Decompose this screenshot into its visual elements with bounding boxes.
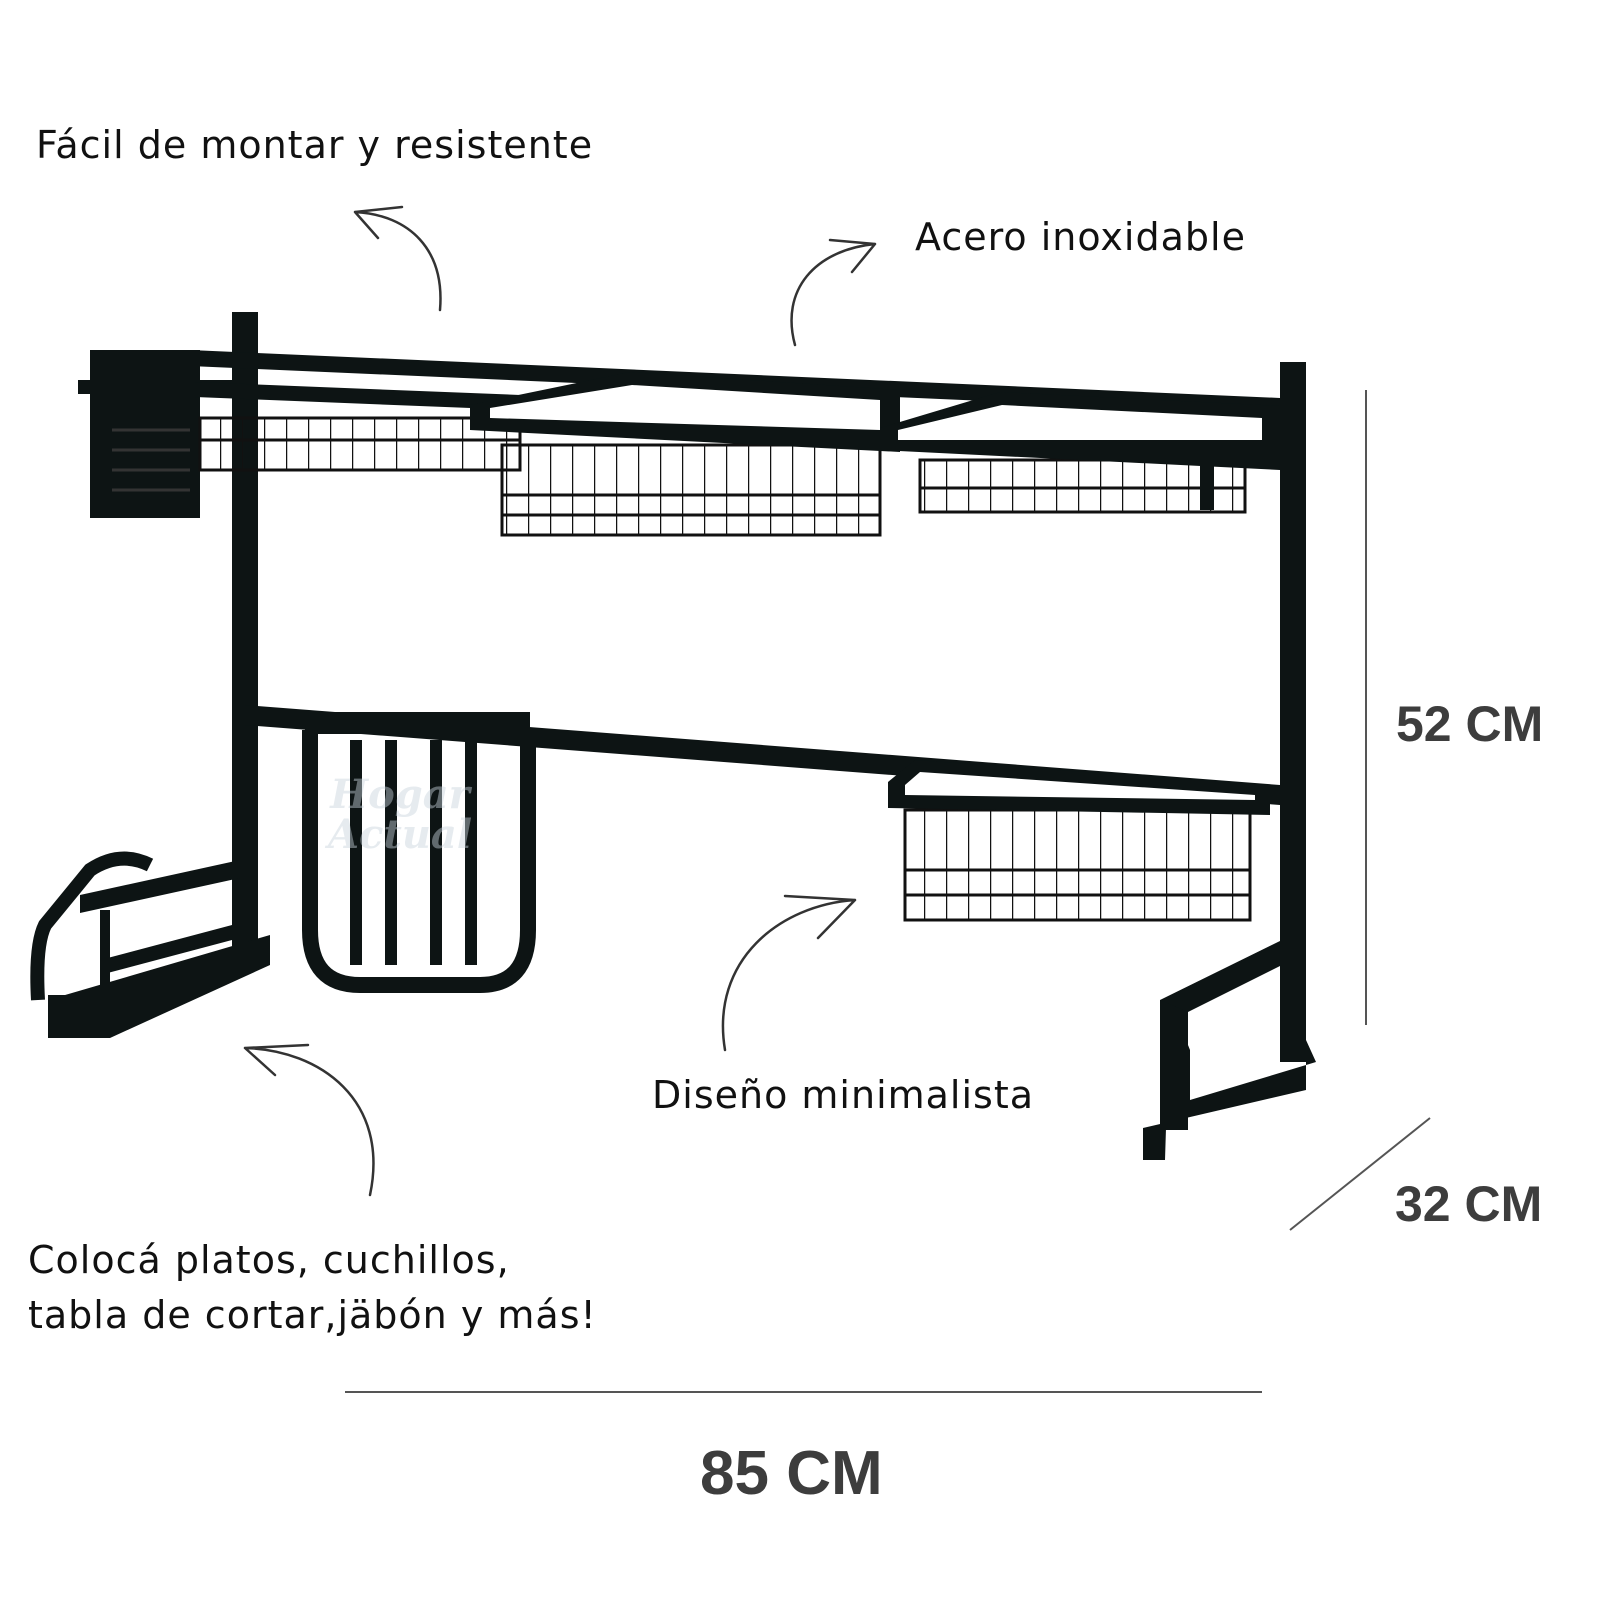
feature-uses-line1: Colocá platos, cuchillos, xyxy=(28,1238,510,1282)
arrow-assembly xyxy=(353,205,442,312)
right-post xyxy=(1280,362,1306,1062)
dimension-height: 52 CM xyxy=(1396,696,1544,752)
arrow-design xyxy=(721,894,857,1052)
top-right-basket xyxy=(880,392,1280,514)
rack xyxy=(30,312,1316,1160)
arrow-material xyxy=(790,238,877,347)
dimension-width: 85 CM xyxy=(700,1439,883,1508)
top-middle-basket xyxy=(470,372,900,537)
dimension-lines xyxy=(345,390,1431,1393)
lower-basket xyxy=(888,760,1270,922)
feature-assembly: Fácil de montar y resistente xyxy=(36,123,594,167)
top-left-basket xyxy=(195,382,522,472)
dimension-depth: 32 CM xyxy=(1395,1176,1543,1232)
annotation-arrows xyxy=(243,205,877,1197)
watermark: Hogar Actual xyxy=(300,775,500,855)
feature-design: Diseño minimalista xyxy=(652,1073,1035,1117)
watermark-line2: Actual xyxy=(327,811,473,858)
utensil-holder xyxy=(90,350,200,518)
feature-uses-line2: tabla de cortar,jäbón y más! xyxy=(28,1293,597,1337)
plate-holder xyxy=(302,712,536,993)
watermark-line1: Hogar xyxy=(330,771,470,818)
feature-material: Acero inoxidable xyxy=(915,215,1246,259)
cutting-board-holder xyxy=(30,851,270,1038)
arrow-uses xyxy=(243,1043,375,1197)
